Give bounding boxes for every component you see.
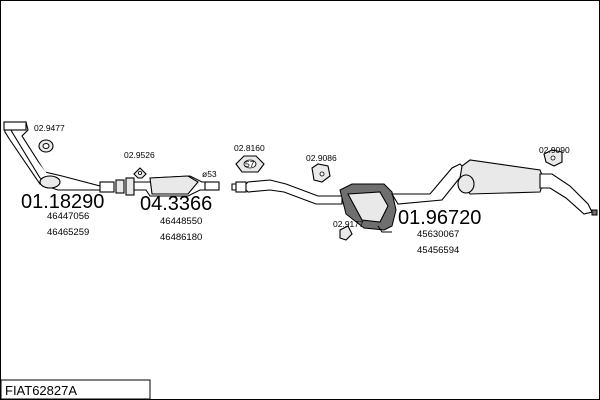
hanger-rear-icon[interactable] bbox=[543, 149, 563, 167]
gasket-icon[interactable] bbox=[38, 139, 54, 153]
catalyst-ref-1: 46448550 bbox=[160, 216, 202, 227]
middle-muffler-ref-1: 45630067 bbox=[417, 229, 459, 240]
front-pipe-ref-2: 46465259 bbox=[47, 227, 89, 238]
middle-muffler-ref-2: 45456594 bbox=[417, 245, 459, 256]
catalytic-converter[interactable] bbox=[133, 175, 220, 197]
intermediate-pipe[interactable] bbox=[231, 179, 343, 205]
rear-muffler[interactable] bbox=[457, 159, 598, 216]
clamp-front-icon[interactable] bbox=[133, 167, 147, 179]
diagram-title: FIAT62827A bbox=[5, 383, 77, 398]
front-clamp[interactable] bbox=[115, 177, 135, 196]
clamp-front-code: 02.9526 bbox=[124, 150, 155, 160]
clamp-mid-code: 02.8160 bbox=[234, 143, 265, 153]
hanger-rear-code: 02.9090 bbox=[539, 145, 570, 155]
front-pipe-ref-1: 46447056 bbox=[47, 211, 89, 222]
hanger-mid-icon[interactable] bbox=[311, 163, 331, 183]
catalyst-ref-2: 46486180 bbox=[160, 232, 202, 243]
clamp-mid-icon[interactable] bbox=[235, 155, 265, 173]
title-box bbox=[0, 379, 151, 400]
middle-muffler-part-number: 01.96720 bbox=[398, 207, 481, 229]
hanger-low-code: 02.9177 bbox=[333, 219, 364, 229]
middle-muffler[interactable] bbox=[339, 163, 467, 233]
pipe-diameter-label: ø53 bbox=[202, 169, 217, 179]
clamp-size-label: 57 bbox=[245, 159, 255, 169]
catalyst-part-number: 04.3366 bbox=[140, 193, 212, 215]
gasket-code: 02.9477 bbox=[34, 123, 65, 133]
front-pipe[interactable] bbox=[3, 121, 115, 193]
hanger-mid-code: 02.9086 bbox=[306, 153, 337, 163]
hanger-low-icon[interactable] bbox=[339, 225, 353, 241]
front-pipe-part-number: 01.18290 bbox=[21, 191, 104, 213]
